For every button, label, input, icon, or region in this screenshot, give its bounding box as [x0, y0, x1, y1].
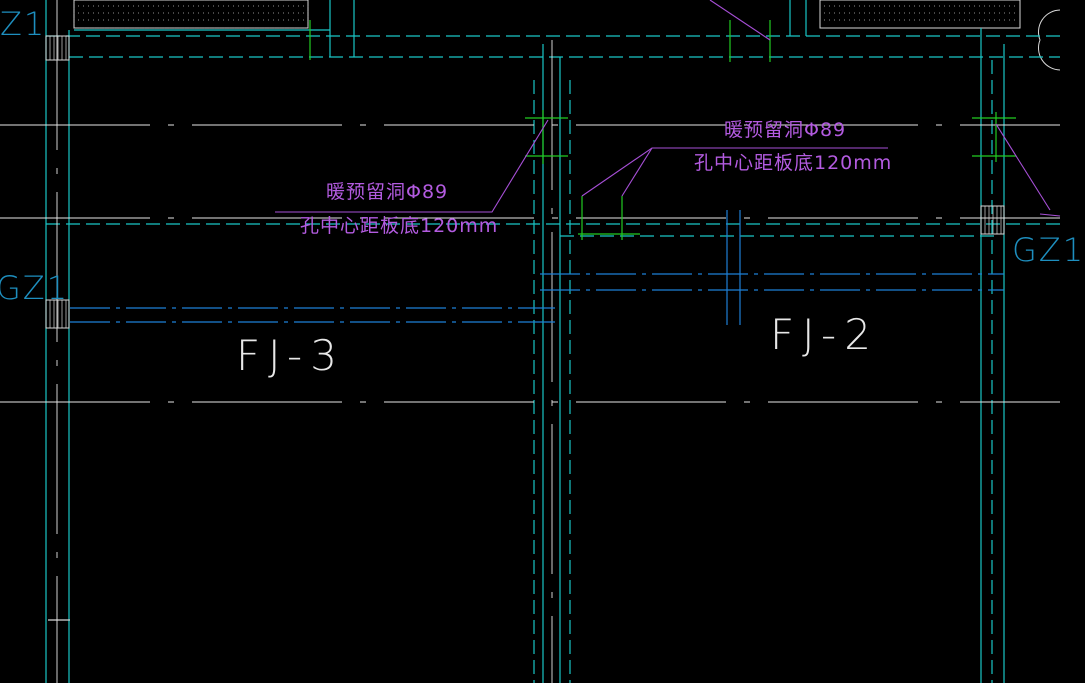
note-right-line2: 孔中心距板底120mm — [694, 152, 893, 174]
room-label-left: FJ-3 — [236, 331, 345, 380]
walls — [45, 0, 1060, 683]
hatched-slab-left — [73, 0, 309, 29]
pipe-lines — [70, 210, 1004, 325]
column-block-top-left — [45, 35, 70, 61]
column-label-right: GZ1 — [1012, 231, 1085, 269]
column-label-mid-left: GZ1 — [0, 269, 70, 307]
note-leaders — [275, 0, 1061, 217]
hatched-slab-right — [819, 0, 1061, 71]
pipe-tick-marks — [309, 20, 1016, 240]
note-right-line1: 暖预留洞Φ89 — [724, 119, 847, 141]
cad-drawing-canvas — [0, 0, 1061, 683]
column-block-right — [980, 205, 1005, 235]
note-left-line1: 暖预留洞Φ89 — [326, 181, 449, 203]
note-left-line2: 孔中心距板底120mm — [300, 215, 499, 237]
column-block-mid-left — [45, 299, 70, 329]
axis-lines — [0, 0, 1060, 683]
column-label-top-left: Z1 — [0, 5, 47, 43]
room-label-right: FJ-2 — [770, 310, 879, 359]
